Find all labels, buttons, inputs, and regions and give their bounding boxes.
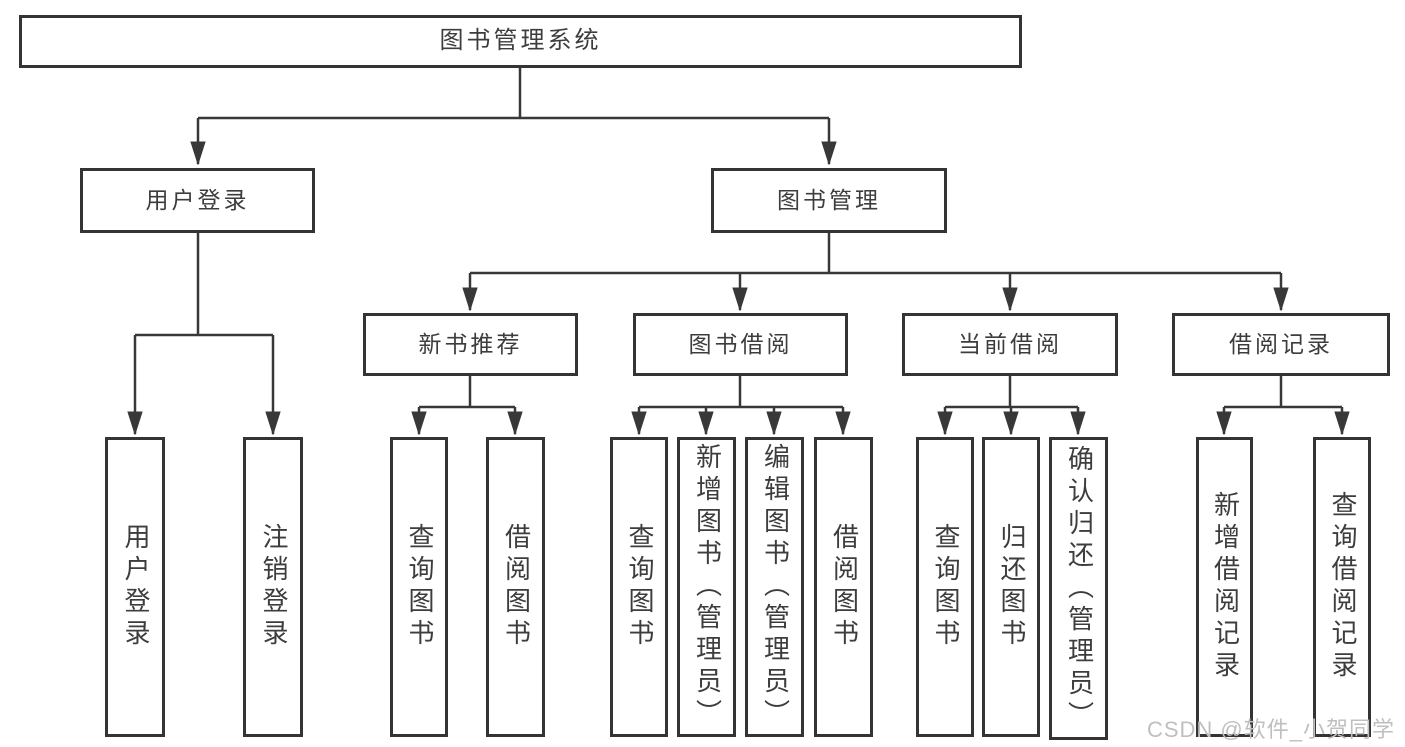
node-new-book-recommend: 新书推荐: [363, 313, 578, 376]
leaf-query-book-1-label: 查询图书: [404, 523, 435, 651]
leaf-query-book-2: 查询图书: [610, 437, 668, 737]
leaf-borrow-book-1-label: 借阅图书: [501, 523, 532, 651]
node-book-management: 图书管理: [711, 168, 947, 233]
leaf-query-book-3: 查询图书: [916, 437, 974, 737]
leaf-edit-book-admin-label: 编辑图书（管理员）: [760, 443, 791, 731]
leaf-add-book-admin-label: 新增图书（管理员）: [692, 443, 723, 731]
node-user-login: 用户登录: [80, 168, 315, 233]
leaf-add-book-admin: 新增图书（管理员）: [677, 437, 736, 737]
node-book-borrow: 图书借阅: [633, 313, 848, 376]
leaf-query-borrow-record-label: 查询借阅记录: [1327, 491, 1358, 683]
leaf-confirm-return-admin: 确认归还（管理员）: [1049, 437, 1108, 740]
leaf-return-book: 归还图书: [982, 437, 1040, 737]
node-borrow-records: 借阅记录: [1172, 313, 1390, 376]
leaf-query-book-3-label: 查询图书: [930, 523, 961, 651]
leaf-query-book-2-label: 查询图书: [624, 523, 655, 651]
leaf-logout: 注销登录: [243, 437, 303, 737]
leaf-query-book-1: 查询图书: [390, 437, 448, 737]
leaf-add-borrow-record: 新增借阅记录: [1196, 437, 1253, 737]
leaf-return-book-label: 归还图书: [996, 523, 1027, 651]
leaf-user-login-label: 用户登录: [120, 523, 151, 651]
leaf-add-borrow-record-label: 新增借阅记录: [1210, 491, 1241, 683]
csdn-watermark: CSDN @软件_小贺同学: [1146, 717, 1395, 742]
node-root-system: 图书管理系统: [19, 15, 1022, 68]
leaf-user-login: 用户登录: [105, 437, 165, 737]
leaf-edit-book-admin: 编辑图书（管理员）: [745, 437, 804, 737]
node-current-borrow: 当前借阅: [902, 313, 1118, 376]
leaf-query-borrow-record: 查询借阅记录: [1313, 437, 1371, 737]
leaf-logout-label: 注销登录: [258, 523, 289, 651]
leaf-borrow-book-2-label: 借阅图书: [829, 523, 860, 651]
leaf-confirm-return-admin-label: 确认归还（管理员）: [1064, 444, 1095, 733]
leaf-borrow-book-1: 借阅图书: [486, 437, 545, 737]
leaf-borrow-book-2: 借阅图书: [814, 437, 873, 737]
